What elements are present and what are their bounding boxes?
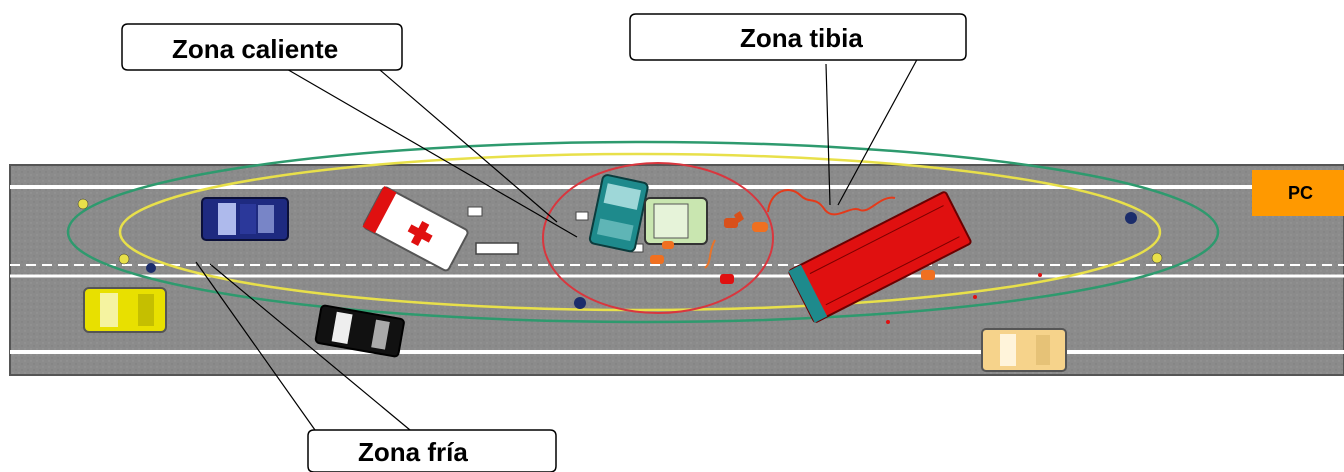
teal-car: [588, 174, 649, 253]
red-bus: [788, 191, 972, 323]
cone: [146, 263, 156, 273]
hose-line: [704, 239, 716, 269]
command-post-label: PC: [1288, 183, 1313, 203]
cone: [1125, 212, 1137, 224]
cone: [973, 295, 977, 299]
cone: [574, 297, 586, 309]
light-green-car: [644, 197, 708, 245]
hot-zone-ring: [542, 162, 774, 314]
debris: [467, 206, 483, 217]
warm-zone-ring: [118, 152, 1162, 312]
hose-line: [767, 189, 896, 216]
cold-zone-callout: Zona fría: [307, 429, 557, 472]
beige-car: [981, 328, 1067, 372]
cold-zone-ring: [66, 140, 1220, 324]
yellow-taxi: [83, 287, 167, 333]
debris: [575, 211, 589, 221]
rescue-equipment: [650, 211, 768, 284]
cone: [118, 253, 130, 265]
stretcher: [475, 242, 519, 255]
ambulance: [362, 186, 469, 272]
warm-zone-callout: Zona tibia: [629, 13, 967, 61]
hot-zone-callout: Zona caliente: [121, 23, 403, 71]
blue-car: [201, 197, 289, 241]
cone: [1038, 273, 1042, 277]
rescuer-figure: [734, 211, 744, 223]
red-cross-icon: [407, 221, 433, 246]
cone: [1151, 252, 1163, 264]
black-car: [314, 304, 405, 358]
cone-markers: [77, 198, 1163, 324]
hot-zone-label: Zona caliente: [172, 34, 338, 64]
cone: [77, 198, 89, 210]
debris: [921, 270, 935, 280]
cold-zone-label: Zona fría: [358, 437, 468, 467]
highway: [9, 164, 1344, 376]
command-post-box: PC: [1252, 170, 1344, 216]
warm-zone-label: Zona tibia: [740, 23, 863, 53]
cone: [886, 320, 890, 324]
callout-leader-lines: [195, 53, 921, 431]
